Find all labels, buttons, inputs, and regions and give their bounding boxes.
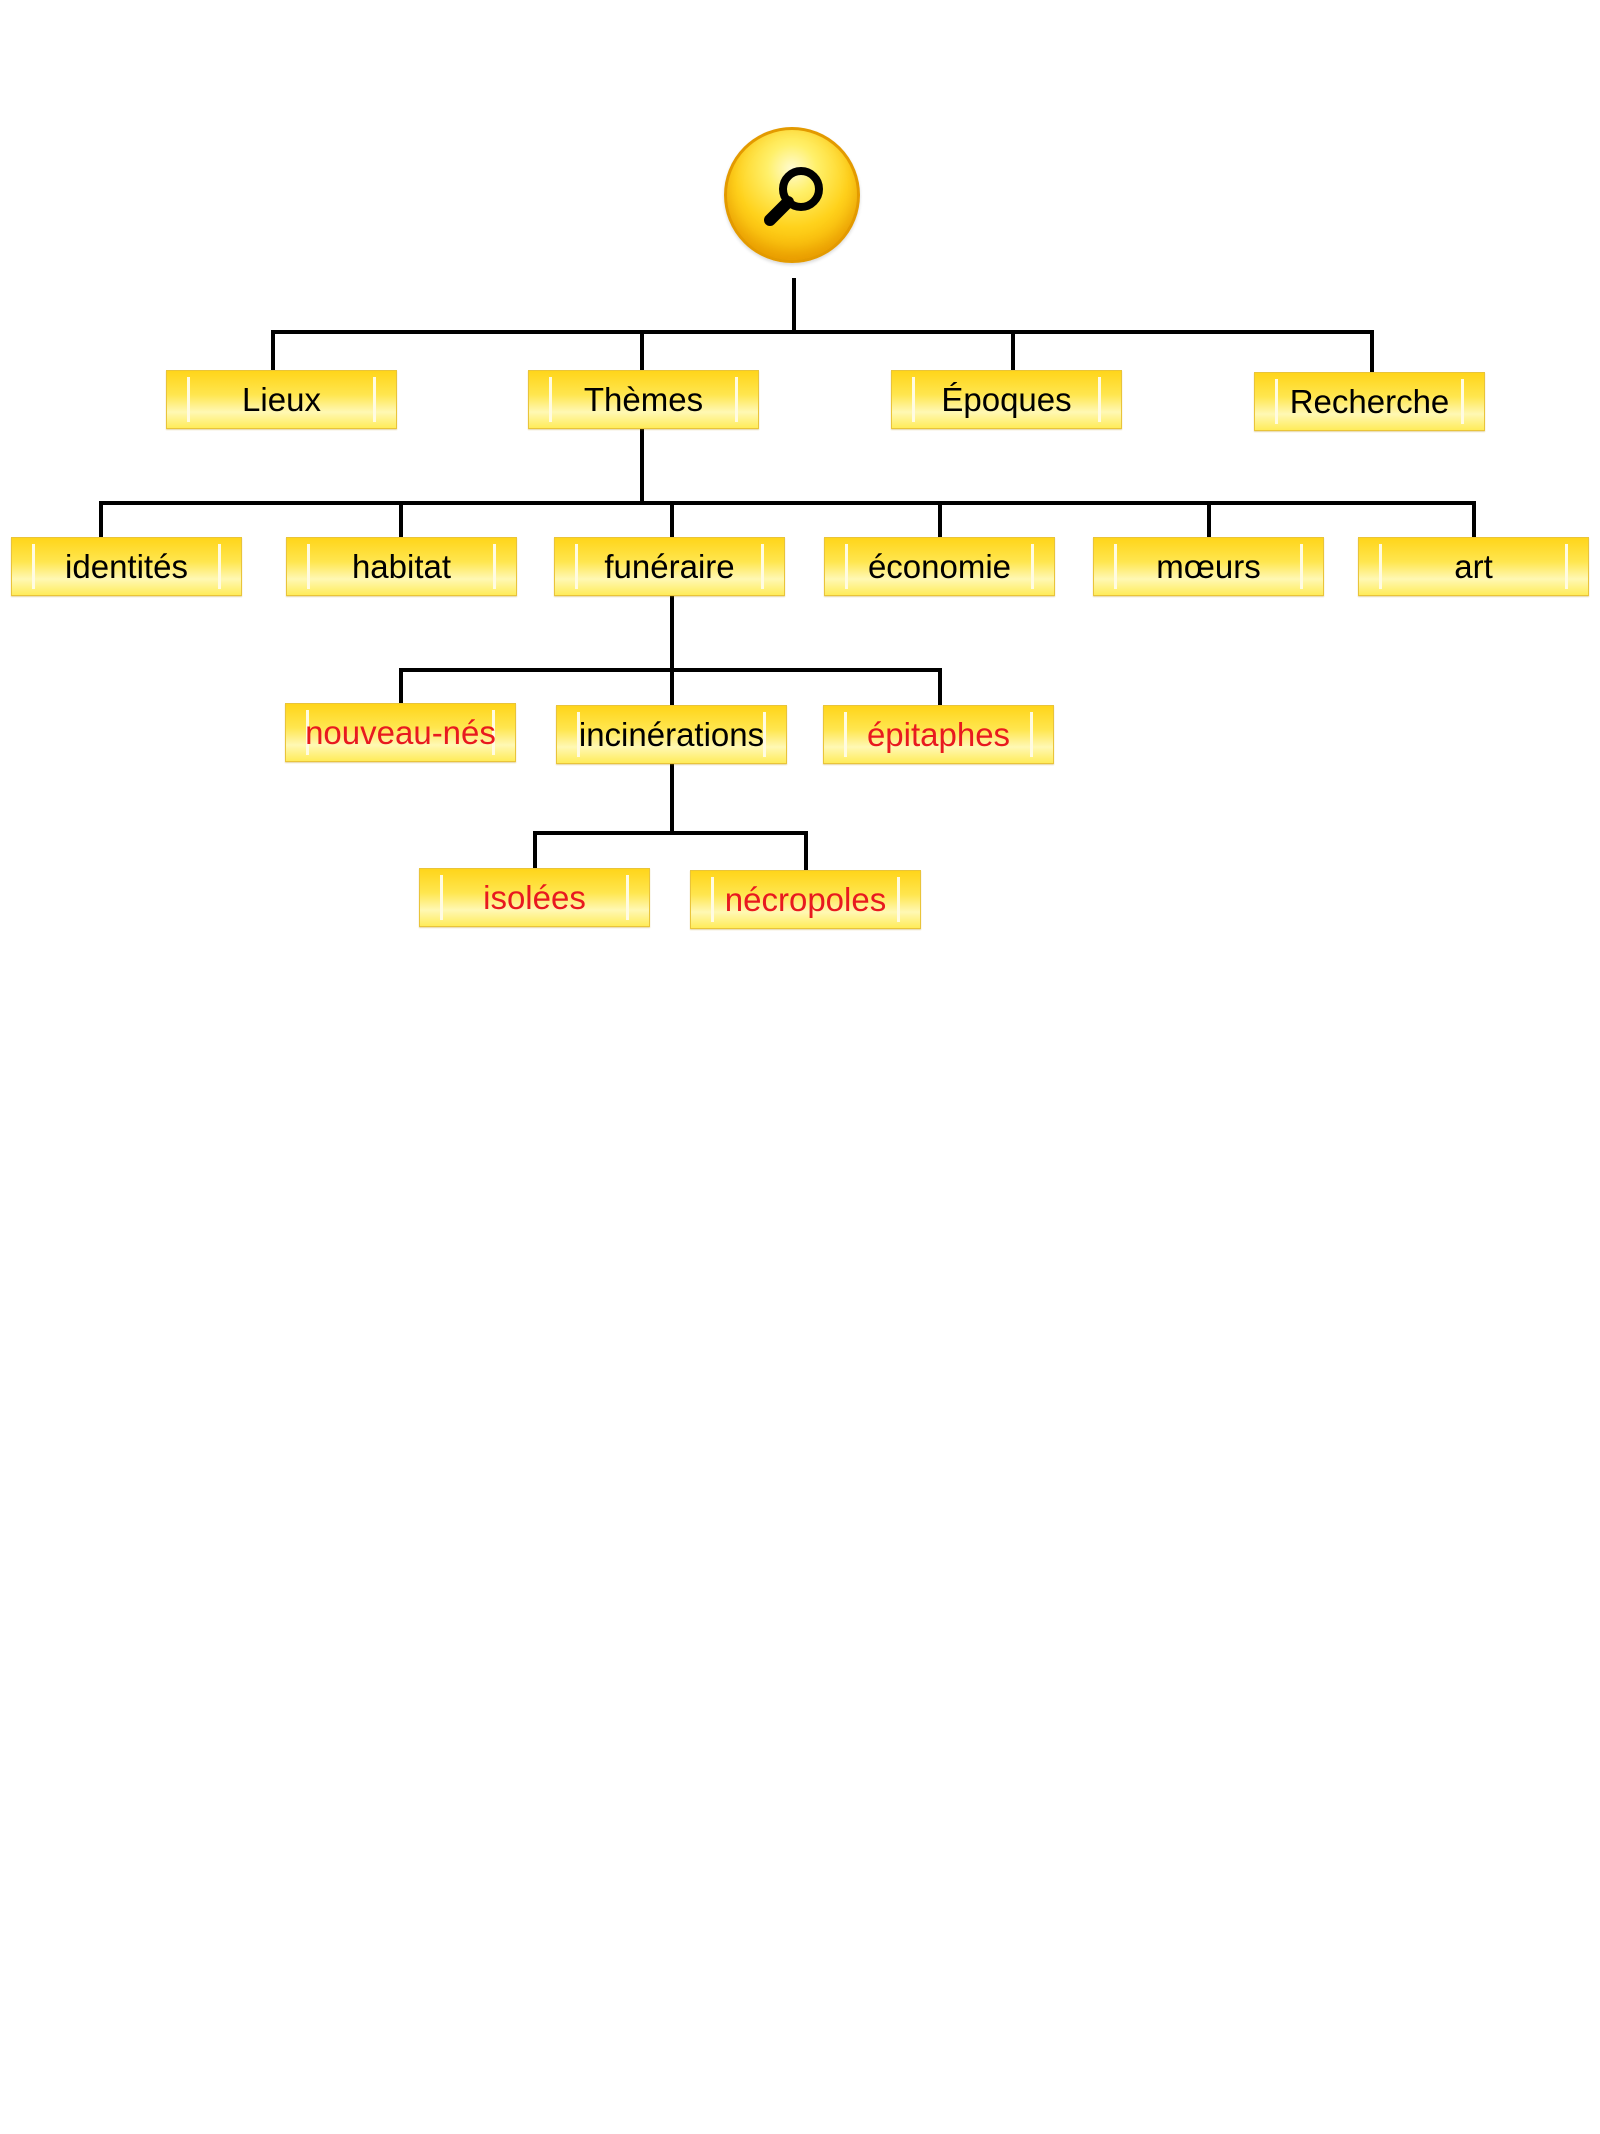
nav-lieux-label: Lieux (242, 381, 321, 418)
nav-art[interactable]: art (1358, 537, 1589, 596)
nav-lieux[interactable]: Lieux (166, 370, 397, 429)
nav-art-label: art (1454, 548, 1493, 585)
nav-incinerations-label: incinérations (578, 716, 765, 753)
nav-themes-label: Thèmes (583, 381, 704, 418)
nav-recherche[interactable]: Recherche (1254, 372, 1485, 431)
nav-epoques[interactable]: Époques (891, 370, 1122, 429)
nav-identites[interactable]: identités (11, 537, 242, 596)
search-button[interactable] (724, 127, 860, 263)
nav-economie-label: économie (867, 548, 1012, 585)
nav-themes[interactable]: Thèmes (528, 370, 759, 429)
nav-incinerations[interactable]: incinérations (556, 705, 787, 764)
nav-habitat[interactable]: habitat (286, 537, 517, 596)
nav-recherche-label: Recherche (1289, 383, 1450, 420)
nav-funeraire[interactable]: funéraire (554, 537, 785, 596)
nav-epoques-label: Époques (941, 381, 1072, 418)
nav-moeurs[interactable]: mœurs (1093, 537, 1324, 596)
nav-isolees[interactable]: isolées (419, 868, 650, 927)
nav-funeraire-label: funéraire (604, 548, 735, 585)
nav-habitat-label: habitat (351, 548, 452, 585)
nav-nouveau-nes-label: nouveau-nés (305, 714, 496, 751)
nav-nouveau-nes[interactable]: nouveau-nés (285, 703, 516, 762)
nav-necropoles[interactable]: nécropoles (690, 870, 921, 929)
nav-epitaphes-label: épitaphes (866, 716, 1011, 753)
nav-isolees-label: isolées (483, 879, 586, 916)
nav-identites-label: identités (65, 548, 188, 585)
nav-moeurs-label: mœurs (1156, 548, 1261, 585)
nav-epitaphes[interactable]: épitaphes (823, 705, 1054, 764)
nav-economie[interactable]: économie (824, 537, 1055, 596)
magnifier-icon (764, 167, 823, 226)
nav-necropoles-label: nécropoles (724, 881, 887, 918)
